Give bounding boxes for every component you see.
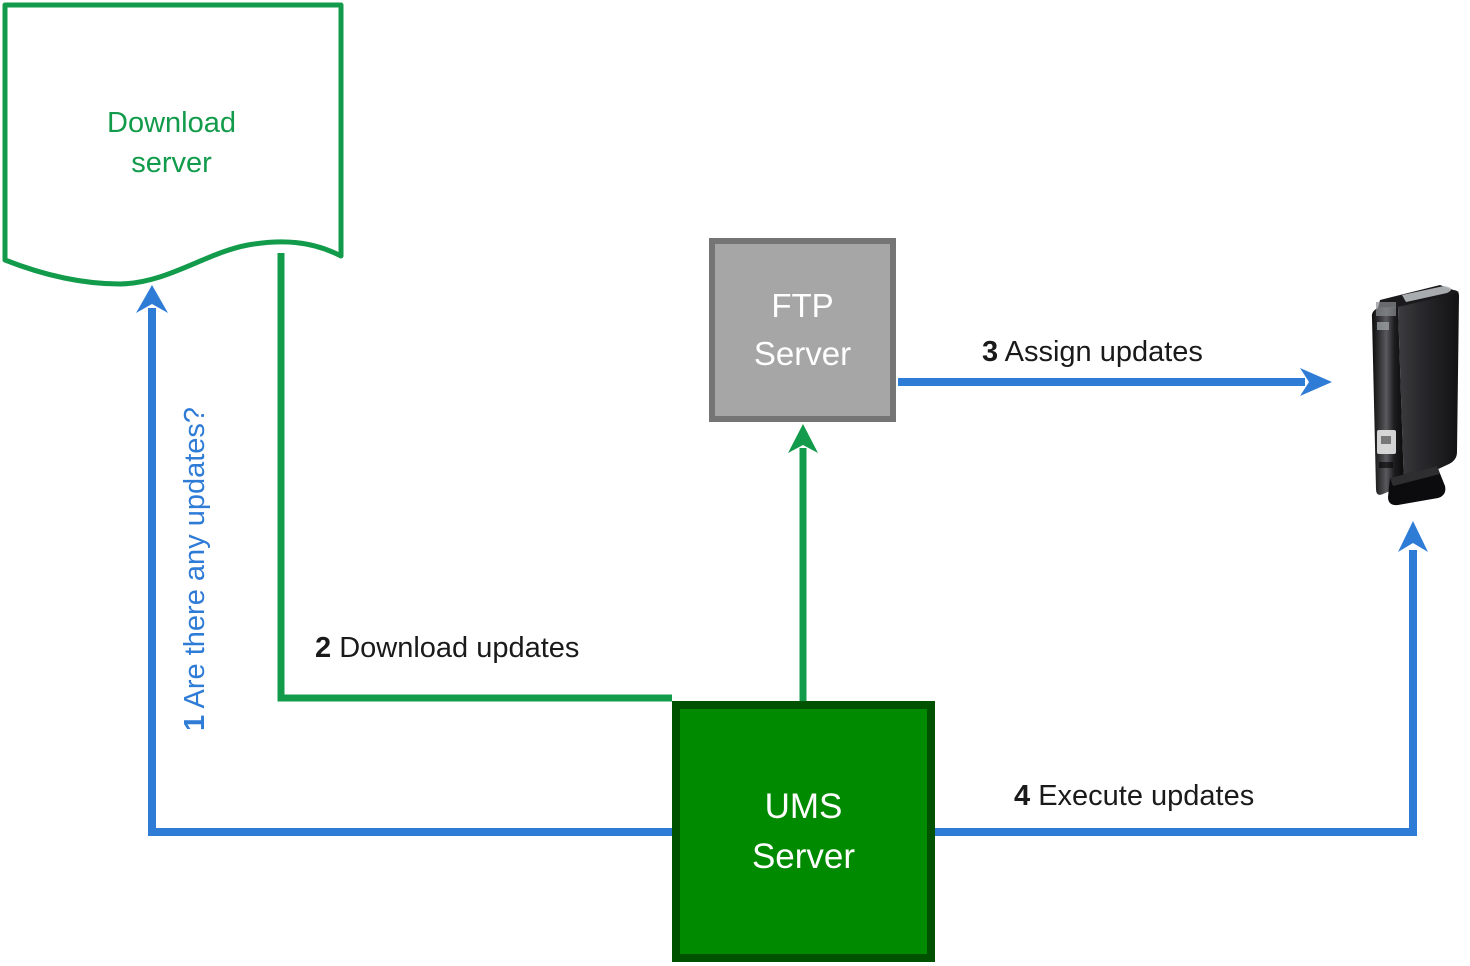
arrowhead-ums-to-ftp [788, 424, 818, 453]
step3-label: 3 Assign updates [982, 336, 1203, 369]
step2-text: Download updates [339, 632, 580, 664]
download-server-label-line1: Download [107, 107, 236, 139]
ums-server-label-line1: UMS [764, 786, 843, 826]
download-server-label: Download server [29, 103, 314, 183]
arrowhead-assign-to-device [1300, 368, 1332, 396]
step2-number: 2 [315, 632, 332, 664]
step3-text: Assign updates [1004, 336, 1203, 368]
step3-number: 3 [982, 336, 999, 368]
ftp-server-label: FTP Server [754, 282, 851, 378]
download-server-shape [2, 2, 344, 287]
ums-server-box: UMS Server [672, 701, 935, 962]
thin-client-icon [1371, 285, 1459, 506]
ftp-server-label-line1: FTP [771, 287, 834, 324]
ums-server-label-line2: Server [751, 836, 856, 876]
step1-label: 1 Are there any updates? [179, 379, 215, 759]
connector-download-updates [277, 253, 672, 702]
ums-server-label: UMS Server [752, 782, 855, 882]
arrowhead-to-download-server [136, 285, 168, 313]
step4-number: 4 [1014, 780, 1031, 812]
arrowhead-execute-to-device [1398, 521, 1428, 552]
download-server-label-line2: server [131, 147, 212, 179]
ftp-server-box: FTP Server [709, 238, 896, 422]
step1-number: 1 [179, 714, 211, 732]
step2-label: 2 Download updates [315, 632, 579, 665]
step4-text: Execute updates [1038, 780, 1255, 812]
step1-text: Are there any updates? [179, 406, 211, 709]
step4-label: 4 Execute updates [1014, 780, 1254, 813]
ftp-server-label-line2: Server [753, 335, 852, 372]
